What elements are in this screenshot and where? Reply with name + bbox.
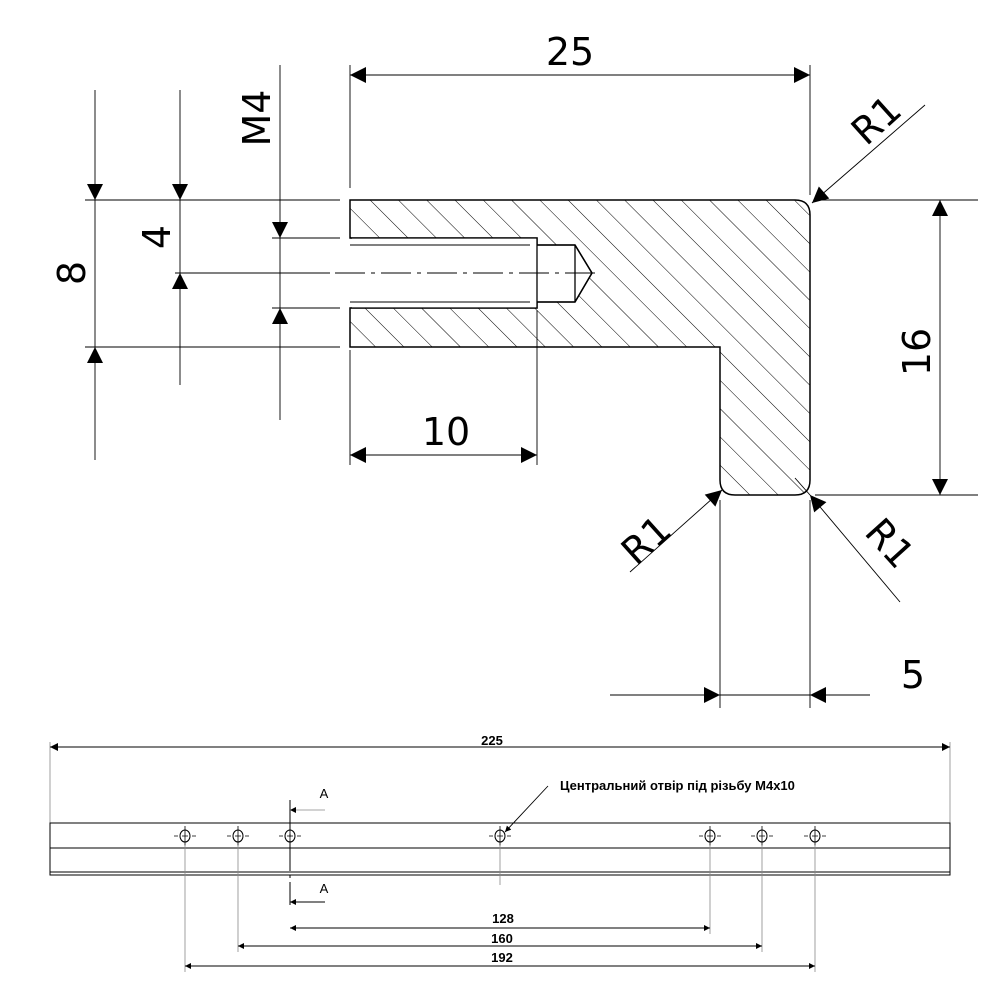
dim-total-label: 225 (481, 733, 503, 748)
section-label-top: A (320, 786, 329, 801)
hole-note: Центральний отвір під різьбу M4x10 (560, 778, 795, 793)
profile-section (335, 199, 811, 496)
dim-192-label: 192 (491, 950, 513, 965)
plan-view: 225 Центральний отвір під різьбу M4x10 A… (49, 733, 951, 972)
radius-bottom-label: R1 (856, 510, 923, 577)
dim-160-label: 160 (491, 931, 513, 946)
hole-icon (489, 826, 511, 846)
section-label-bottom: A (320, 881, 329, 896)
dim-128-label: 128 (492, 911, 514, 926)
dim-height-label: 16 (895, 328, 939, 376)
radius-top-label: R1 (843, 87, 910, 154)
hole-icon (174, 826, 196, 846)
dim-length-label: 25 (546, 30, 594, 74)
dim-flange-label: 8 (50, 261, 94, 285)
dim-wall-label: 5 (901, 653, 925, 697)
dim-thread-depth-label: 10 (422, 410, 470, 454)
dimension-lines (87, 65, 948, 703)
hole-icon (227, 826, 249, 846)
dim-thread-label: M4 (235, 90, 279, 147)
radius-inner-label: R1 (613, 507, 680, 574)
hole-icon (699, 826, 721, 846)
hole-icon (751, 826, 773, 846)
hole-icon (804, 826, 826, 846)
dim-center-label: 4 (135, 225, 179, 249)
mounting-holes (174, 826, 826, 846)
extension-lines (85, 65, 978, 708)
